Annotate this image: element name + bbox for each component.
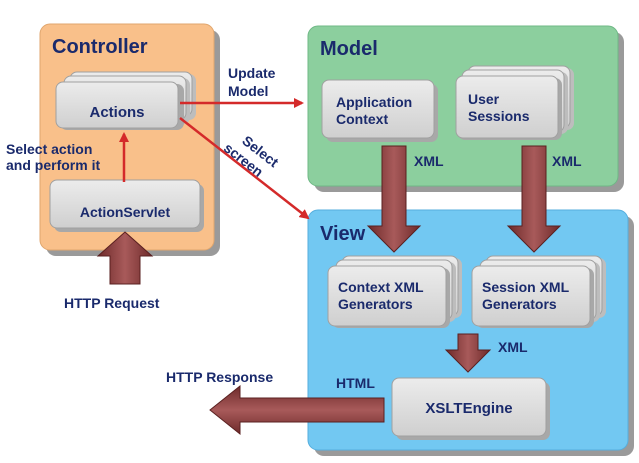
http-request-arrow (96, 231, 154, 285)
session-xml-generators-line1: Session XML (482, 279, 570, 295)
update-model-label-line1: Update (228, 65, 276, 81)
xml-down-arrow-view (444, 333, 492, 373)
update-model-label-line2: Model (228, 83, 268, 99)
user-sessions-box[interactable]: User Sessions (455, 65, 574, 140)
user-sessions-line1: User (468, 91, 500, 107)
context-xml-generators-line2: Generators (338, 296, 413, 312)
session-xml-generators-box[interactable]: Session XML Generators (471, 255, 606, 328)
xml-down-arrow-left (366, 145, 422, 253)
xml-label-right: XML (552, 153, 582, 169)
xslt-engine-label: XSLTEngine (425, 400, 512, 417)
context-xml-generators-box[interactable]: Context XML Generators (327, 255, 462, 328)
session-xml-generators-line2: Generators (482, 296, 557, 312)
select-action-label-line2: and perform it (6, 157, 100, 173)
user-sessions-line2: Sessions (468, 108, 530, 124)
application-context-box[interactable]: Application Context (321, 79, 438, 142)
xml-down-arrow-right (506, 145, 562, 253)
http-response-label: HTTP Response (166, 369, 273, 385)
application-context-line1: Application (336, 94, 412, 110)
application-context-line2: Context (336, 111, 388, 127)
actions-label: Actions (89, 104, 144, 121)
http-response-arrow (209, 384, 385, 436)
xml-label-view: XML (498, 339, 528, 355)
view-panel: View Context XML Generators Session XML … (307, 209, 629, 451)
http-request-label: HTTP Request (64, 295, 160, 311)
select-action-label-line1: Select action (6, 141, 92, 157)
html-label: HTML (336, 375, 375, 391)
xslt-engine-box[interactable]: XSLTEngine (391, 377, 550, 440)
action-servlet-box[interactable]: ActionServlet (49, 179, 204, 232)
xml-label-left: XML (414, 153, 444, 169)
controller-title: Controller (52, 36, 148, 58)
select-screen-arrow (179, 117, 310, 220)
context-xml-generators-line1: Context XML (338, 279, 424, 295)
view-title: View (320, 223, 366, 245)
controller-panel: Controller Actions ActionServlet (39, 23, 215, 251)
model-title: Model (320, 38, 378, 60)
action-servlet-label: ActionServlet (80, 204, 171, 220)
actions-box[interactable]: Actions (55, 71, 196, 130)
